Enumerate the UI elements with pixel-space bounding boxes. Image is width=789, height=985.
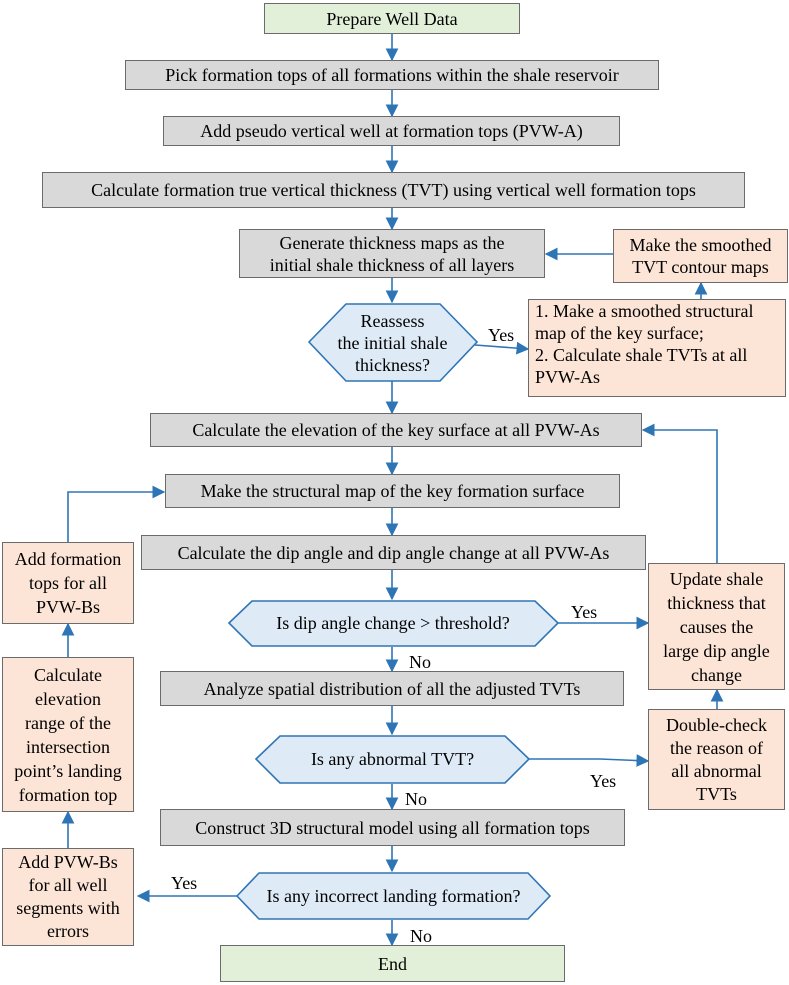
reassess-line-1: Reassess bbox=[360, 310, 425, 331]
dip-decision-label: Is dip angle change > threshold? bbox=[276, 613, 510, 633]
reassess-decision: Reassess the initial shale thickness? bbox=[326, 307, 459, 378]
update-line-3: causes the bbox=[679, 616, 754, 637]
calc-range-line-2: elevation bbox=[35, 688, 101, 709]
gen-maps-step: Generate thickness maps as the initial s… bbox=[239, 229, 545, 278]
smoothed-line-1: Make the smoothed bbox=[629, 235, 772, 255]
arrow-update-to-elev bbox=[641, 423, 718, 563]
add-pvw-b-line-3: segments with bbox=[16, 898, 120, 918]
struct-line-2: map of the key surface; bbox=[535, 323, 704, 343]
reassess-decision-shape bbox=[307, 303, 479, 382]
reassess-yes-label: Yes bbox=[488, 325, 515, 345]
struct-line-4: PVW-As bbox=[535, 367, 601, 387]
calc-elev-label: Calculate the elevation of the key surfa… bbox=[192, 420, 600, 440]
add-tops-line-2: tops for all bbox=[29, 573, 107, 593]
abnormal-yes-label: Yes bbox=[590, 771, 617, 791]
landing-no-label: No bbox=[410, 926, 432, 946]
calc-range-line-6: formation top bbox=[18, 784, 118, 805]
calc-tvt-label: Calculate formation true vertical thickn… bbox=[91, 180, 696, 200]
landing-decision-label: Is any incorrect landing formation? bbox=[266, 885, 521, 906]
calc-dip-label: Calculate the dip angle and dip angle ch… bbox=[177, 542, 610, 563]
make-struct-label: Make the structural map of the key forma… bbox=[200, 481, 585, 501]
add-pvw-b-step: Add PVW-Bs for all well segments with er… bbox=[2, 848, 134, 946]
struct-line-1: 1. Make a smoothed structural bbox=[535, 301, 754, 321]
abnormal-no-label: No bbox=[405, 789, 427, 809]
end-terminal: End bbox=[220, 945, 565, 982]
analyze-label: Analyze spatial distribution of all the … bbox=[203, 678, 581, 699]
abnormal-decision-label: Is any abnormal TVT? bbox=[310, 749, 475, 769]
calc-elev-step: Calculate the elevation of the key surfa… bbox=[150, 413, 642, 447]
calc-dip-step: Calculate the dip angle and dip angle ch… bbox=[141, 535, 646, 570]
gen-maps-line-2: initial shale thickness of all layers bbox=[269, 254, 515, 275]
reassess-line-2: the initial shale bbox=[337, 332, 448, 353]
double-line-1: Double-check bbox=[666, 714, 767, 735]
struct-line-3: 2. Calculate shale TVTs at all bbox=[535, 345, 748, 365]
add-pvw-b-line-1: Add PVW-Bs bbox=[18, 852, 118, 872]
gen-maps-line-1: Generate thickness maps as the bbox=[279, 232, 505, 253]
dip-decision: Is dip angle change > threshold? bbox=[240, 601, 546, 646]
dip-decision-shape bbox=[227, 600, 560, 647]
pick-tops-step: Pick formation tops of all formations wi… bbox=[125, 60, 659, 90]
add-formation-tops-step: Add formation tops for all PVW-Bs bbox=[2, 542, 134, 624]
abnormal-decision-shape bbox=[254, 735, 531, 784]
abnormal-decision: Is any abnormal TVT? bbox=[268, 736, 517, 783]
update-line-5: change bbox=[691, 664, 742, 685]
update-line-2: thickness that bbox=[667, 592, 766, 613]
structural-map-step: 1. Make a smoothed structural map of the… bbox=[528, 299, 786, 397]
construct-step: Construct 3D structural model using all … bbox=[160, 809, 625, 846]
add-pvw-b-line-4: errors bbox=[47, 921, 89, 941]
update-thickness-step: Update shale thickness that causes the l… bbox=[648, 563, 785, 690]
smoothed-maps-step: Make the smoothed TVT contour maps bbox=[613, 229, 788, 283]
reassess-line-3: thickness? bbox=[355, 354, 430, 375]
add-tops-line-3: PVW-Bs bbox=[35, 597, 100, 617]
calc-range-line-3: range of the bbox=[25, 712, 111, 733]
arrow-tops-to-struct bbox=[67, 485, 166, 542]
calc-range-line-4: intersection bbox=[26, 736, 110, 757]
landing-decision: Is any incorrect landing formation? bbox=[248, 873, 539, 919]
add-pvw-a-label: Add pseudo vertical well at formation to… bbox=[200, 121, 583, 141]
make-struct-step: Make the structural map of the key forma… bbox=[165, 474, 620, 508]
construct-label: Construct 3D structural model using all … bbox=[195, 817, 590, 838]
arrow-abnormal-yes bbox=[528, 754, 650, 767]
dip-yes-label: Yes bbox=[571, 602, 598, 622]
calc-range-line-5: point’s landing bbox=[14, 760, 122, 781]
analyze-step: Analyze spatial distribution of all the … bbox=[160, 671, 624, 706]
update-line-4: large dip angle bbox=[663, 640, 770, 661]
start-terminal: Prepare Well Data bbox=[264, 3, 520, 34]
double-line-3: all abnormal bbox=[671, 760, 762, 781]
landing-yes-label: Yes bbox=[171, 873, 198, 893]
landing-decision-shape bbox=[235, 872, 552, 920]
add-pvw-b-line-2: for all well bbox=[28, 875, 108, 895]
add-tops-line-1: Add formation bbox=[14, 549, 122, 569]
calc-range-step: Calculate elevation range of the interse… bbox=[2, 657, 134, 812]
smoothed-line-2: TVT contour maps bbox=[632, 257, 769, 277]
arrow-reassess-yes bbox=[474, 341, 530, 355]
calc-range-line-1: Calculate bbox=[34, 664, 102, 685]
update-line-1: Update shale bbox=[669, 568, 764, 589]
start-label: Prepare Well Data bbox=[326, 8, 458, 29]
double-line-4: TVTs bbox=[696, 783, 737, 804]
pick-tops-label: Pick formation tops of all formations wi… bbox=[165, 65, 619, 85]
calc-tvt-step: Calculate formation true vertical thickn… bbox=[42, 172, 745, 208]
double-line-2: the reason of bbox=[670, 737, 763, 758]
add-pvw-a-step: Add pseudo vertical well at formation to… bbox=[163, 116, 620, 146]
dip-no-label: No bbox=[409, 652, 431, 672]
end-label: End bbox=[378, 953, 407, 974]
double-check-step: Double-check the reason of all abnormal … bbox=[648, 709, 785, 810]
